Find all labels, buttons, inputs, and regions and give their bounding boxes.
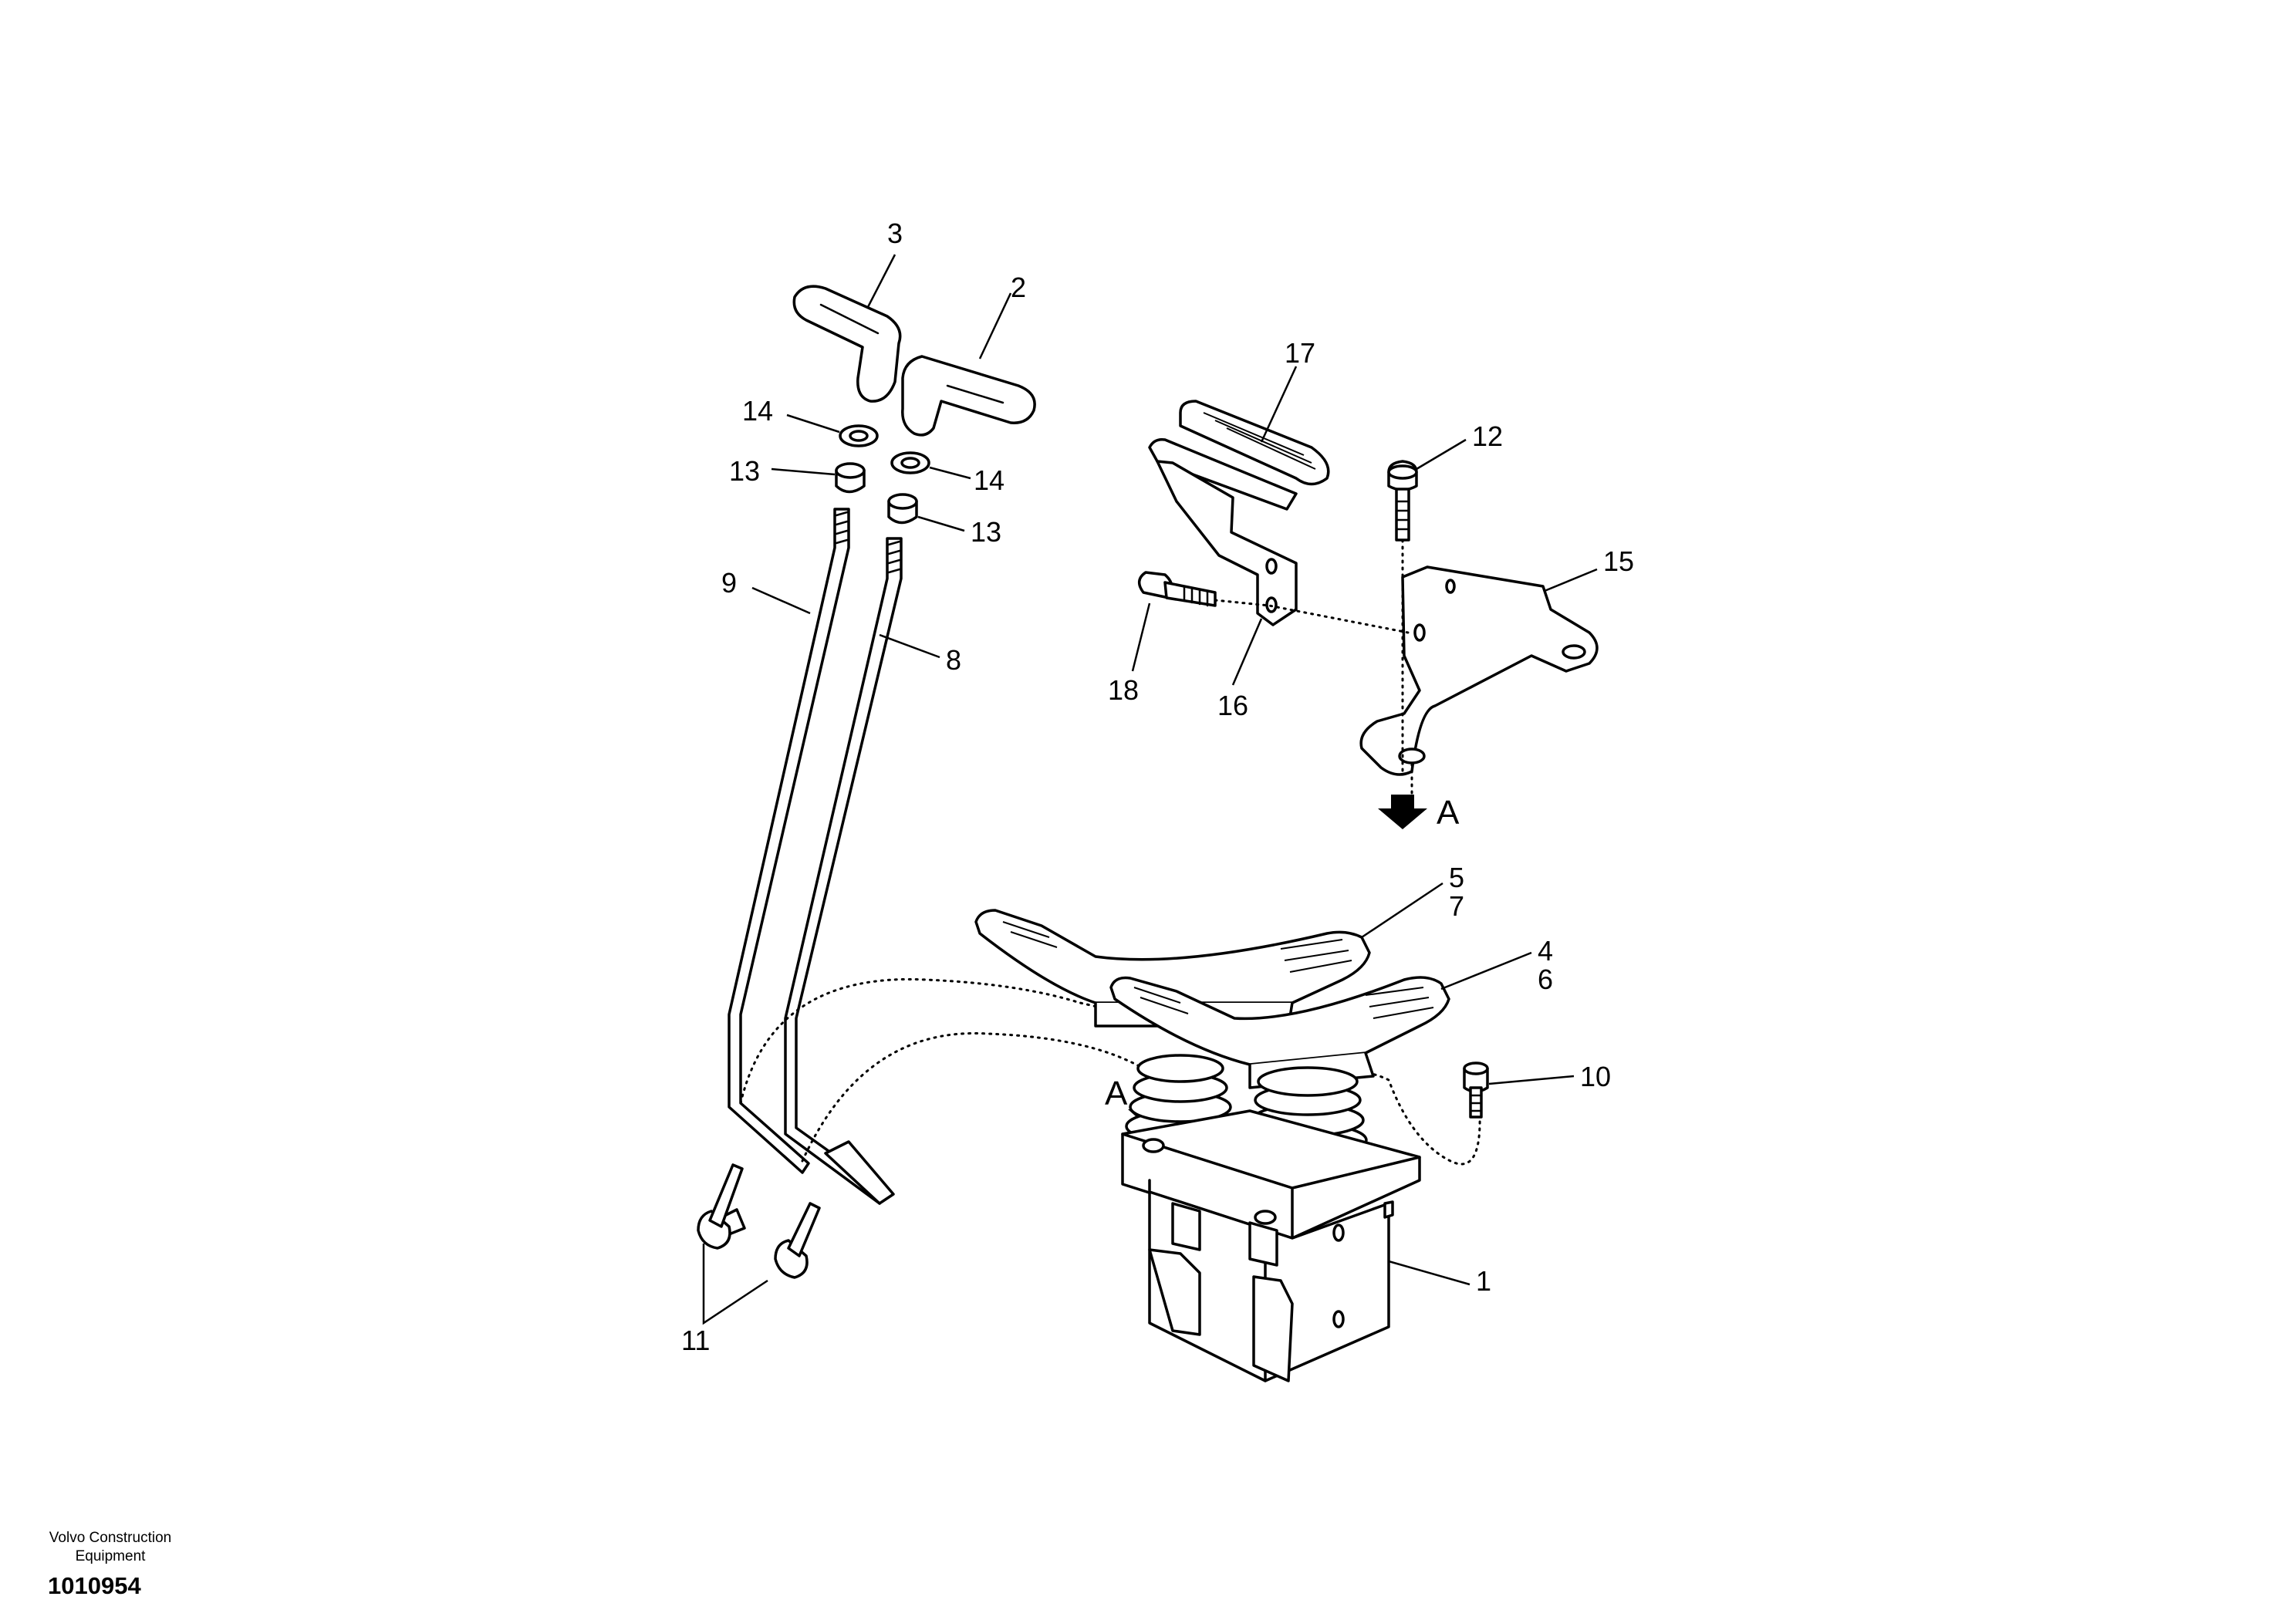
handle-3 xyxy=(792,285,902,403)
leader-18 xyxy=(1131,602,1151,672)
bolt-10 xyxy=(1463,1061,1489,1119)
assembly-line-18 xyxy=(1214,599,1410,634)
pedal-17 xyxy=(1148,400,1330,511)
callout-16: 16 xyxy=(1217,690,1248,721)
callout-15: 15 xyxy=(1603,545,1634,577)
callout-4: 4 xyxy=(1538,935,1553,967)
leader-17 xyxy=(1260,366,1298,443)
leader-12 xyxy=(1416,438,1467,471)
callout-18: 18 xyxy=(1108,674,1139,706)
nut-13-right xyxy=(887,493,918,525)
view-label-a-bottom: A xyxy=(1105,1075,1128,1112)
leader-5-7 xyxy=(1361,882,1443,939)
callout-9: 9 xyxy=(721,567,737,599)
leader-13-right xyxy=(917,515,965,532)
nut-13-left xyxy=(835,462,866,494)
callout-labels: 1 2 3 4 5 6 7 8 9 10 11 12 13 13 14 14 1… xyxy=(681,218,1634,1356)
callout-13-right: 13 xyxy=(971,516,1001,548)
callout-6: 6 xyxy=(1538,964,1553,995)
leader-10 xyxy=(1488,1075,1575,1085)
brand-line-2: Equipment xyxy=(75,1548,146,1564)
leader-2 xyxy=(978,292,1012,359)
view-label-a-top: A xyxy=(1437,794,1460,832)
bracket-15 xyxy=(1359,565,1599,776)
callout-14-left: 14 xyxy=(742,395,773,427)
leader-14-left xyxy=(786,413,840,434)
washer-14-right xyxy=(890,451,930,474)
publisher-credit: Volvo Construction Equipment xyxy=(22,1529,199,1566)
bolt-12 xyxy=(1387,460,1418,542)
callout-12: 12 xyxy=(1472,420,1503,452)
leader-9 xyxy=(751,586,811,615)
callout-7: 7 xyxy=(1449,890,1464,922)
leader-11 xyxy=(702,1244,768,1325)
leader-16 xyxy=(1231,618,1263,686)
leader-4-6 xyxy=(1440,951,1532,991)
washer-14-left xyxy=(839,424,879,447)
brand-line-1: Volvo Construction xyxy=(49,1530,172,1546)
leader-8 xyxy=(879,633,940,659)
pilot-valve-1 xyxy=(1121,1109,1421,1382)
callout-5: 5 xyxy=(1449,862,1464,893)
callout-13-left: 13 xyxy=(729,455,760,487)
leader-13-left xyxy=(771,467,836,476)
bolt-11-top xyxy=(697,1163,746,1250)
leader-15 xyxy=(1544,568,1598,592)
drawing-number: 1010954 xyxy=(48,1572,141,1599)
view-arrow-a-top xyxy=(1378,795,1427,829)
callout-10: 10 xyxy=(1580,1061,1611,1092)
bracket-16 xyxy=(1156,460,1298,626)
callout-11: 11 xyxy=(681,1325,710,1356)
callout-3: 3 xyxy=(887,218,903,249)
lever-8 xyxy=(784,537,903,1205)
callout-8: 8 xyxy=(946,644,961,676)
bolt-11-bottom xyxy=(774,1202,821,1279)
callout-2: 2 xyxy=(1011,272,1026,303)
callout-1: 1 xyxy=(1476,1265,1491,1297)
leader-1 xyxy=(1388,1260,1470,1286)
lever-9 xyxy=(728,508,850,1174)
callout-14-right: 14 xyxy=(974,464,1004,496)
bolt-18 xyxy=(1138,571,1217,607)
assembly-line-lever-8 xyxy=(801,1031,1174,1163)
leader-14-right xyxy=(929,466,971,480)
leader-3 xyxy=(866,254,896,308)
leader-lines xyxy=(702,254,1598,1325)
handle-2 xyxy=(901,355,1036,437)
callout-17: 17 xyxy=(1285,337,1315,369)
assembly-line-lever-9 xyxy=(739,977,1128,1105)
